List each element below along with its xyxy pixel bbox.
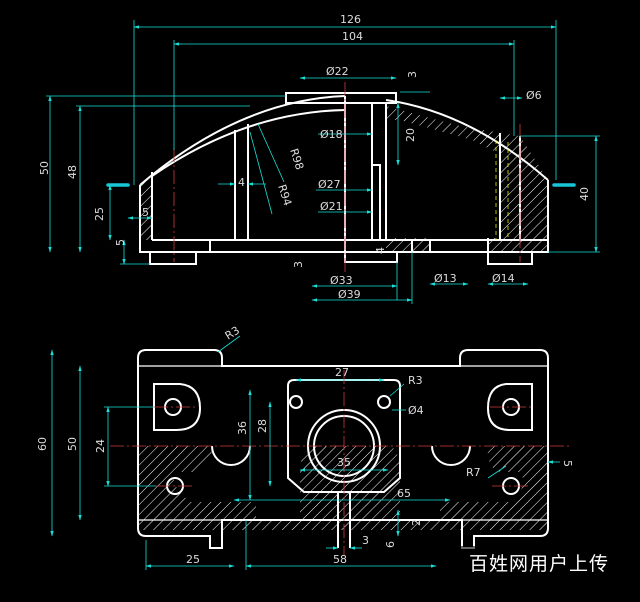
front-bottom-lines	[209, 240, 431, 252]
plan-centre-lines	[110, 370, 570, 556]
dim-60: 60	[36, 437, 49, 451]
dim-hole-right: Ø14	[492, 272, 515, 285]
front-foot-right	[487, 251, 533, 265]
front-boss	[285, 92, 397, 104]
dim-hole-left: Ø13	[434, 272, 457, 285]
dim-28: 28	[256, 419, 269, 433]
dim-r98: R98	[287, 147, 306, 172]
dim-foot-height: 5	[114, 239, 127, 246]
watermark: 百姓网用户上传	[440, 546, 638, 578]
front-section-hatch-base	[386, 238, 430, 252]
plan-view	[110, 349, 570, 556]
plan-right-ear	[486, 383, 533, 431]
dim-25-front: 25	[93, 207, 106, 221]
front-hidden-lines	[495, 140, 509, 240]
dim-58: 58	[333, 553, 347, 566]
dim-corner-radius: R3	[223, 324, 242, 343]
dim-flange-dia: Ø39	[338, 288, 361, 301]
dim-40-front: 40	[578, 187, 591, 201]
front-dimensions: 126 104 Ø22 3 Ø6 50 48 Ø18 20 R98 R94 4 …	[38, 13, 600, 304]
dim-gap-4: 4	[374, 247, 387, 254]
dim-hole-span: 27	[335, 366, 349, 379]
front-arc-inner	[151, 109, 346, 177]
front-base-boss	[344, 251, 398, 263]
front-view	[106, 82, 576, 272]
plan-boss-outline	[287, 379, 401, 493]
plan-left-ear	[153, 383, 202, 431]
dim-65: 65	[397, 487, 411, 500]
dim-inner-dia: Ø21	[320, 200, 343, 213]
plan-small-hole-r	[377, 395, 391, 409]
dim-boss-dia: Ø22	[326, 65, 349, 78]
dim-left-offset: 5	[142, 206, 149, 219]
plan-inner-rim	[138, 365, 548, 521]
front-step	[152, 164, 548, 241]
dim-25-plan: 25	[186, 553, 200, 566]
dim-126: 126	[340, 13, 361, 26]
dim-24: 24	[94, 439, 107, 453]
dim-gap-3: 3	[292, 261, 305, 268]
plan-slot-left	[211, 445, 251, 466]
plan-section-hatch	[138, 446, 548, 530]
dim-r94: R94	[275, 183, 294, 208]
dim-104: 104	[342, 30, 363, 43]
dim-right-offset: 5	[561, 460, 574, 467]
dim-boss-height: 3	[406, 71, 419, 78]
dim-50-front: 50	[38, 161, 51, 175]
plan-slot-right	[431, 445, 471, 466]
plan-dimensions: R3 27 R3 Ø4 60 50 24 36 28 35 R7 5 65 25…	[36, 324, 574, 570]
dim-36: 36	[236, 421, 249, 435]
dim-35: 35	[337, 456, 351, 469]
dim-step-dia: Ø27	[318, 178, 341, 191]
front-arc-right	[385, 99, 549, 181]
front-foot-left	[149, 251, 197, 265]
plan-small-hole-l	[289, 395, 303, 409]
dim-rib-height: 6	[384, 541, 397, 548]
dim-50-plan: 50	[66, 437, 79, 451]
front-centre-line	[173, 82, 521, 272]
dim-base-height: 2	[410, 519, 423, 526]
dim-small-hole: Ø4	[408, 404, 424, 417]
front-section-hatch-left	[140, 172, 152, 240]
dim-wall: 4	[238, 176, 245, 189]
dim-48: 48	[66, 165, 79, 179]
dim-rib-dia: Ø6	[526, 89, 542, 102]
dim-small-radius: R3	[408, 374, 423, 387]
front-arc-outer	[139, 95, 346, 186]
dim-bore-dia: Ø18	[320, 128, 343, 141]
dim-rib: 3	[362, 534, 369, 547]
dim-bore-depth: 20	[404, 128, 417, 142]
dim-fillet: R7	[466, 466, 481, 479]
dim-base-dia: Ø33	[330, 274, 353, 287]
front-section-hatch	[386, 106, 548, 252]
